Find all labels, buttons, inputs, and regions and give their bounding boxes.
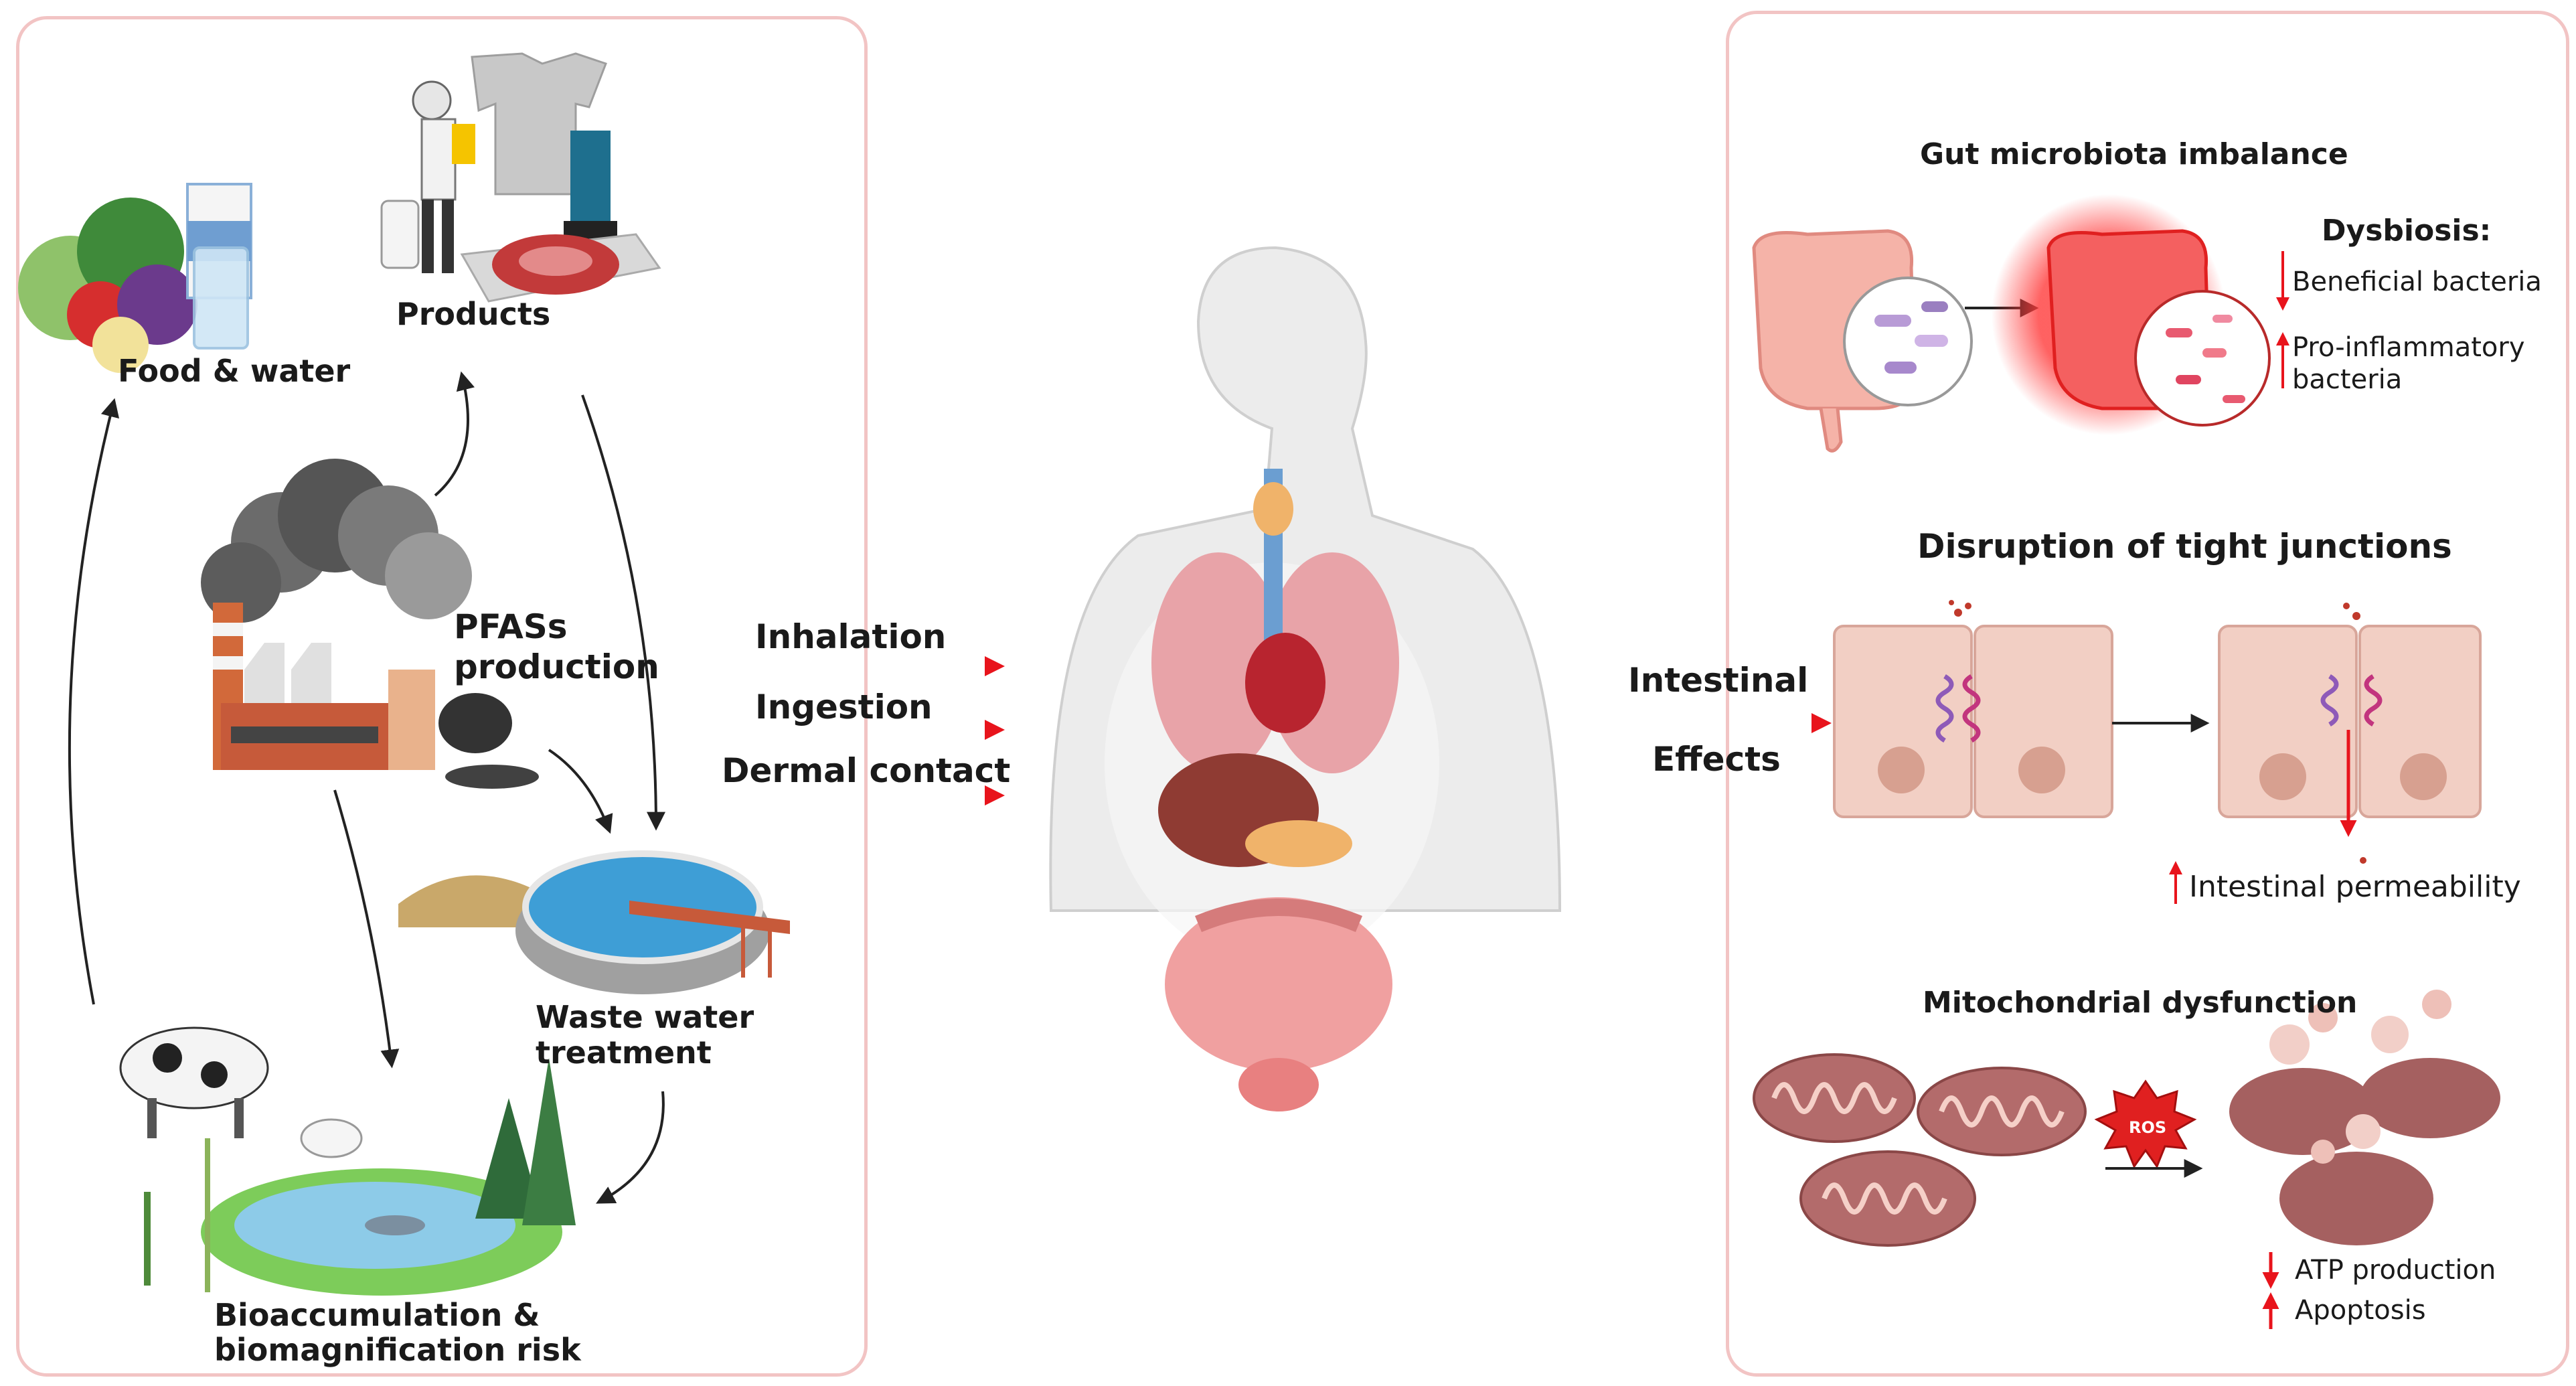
- intestinal-effects-label-line2: Effects: [1652, 740, 1781, 779]
- tight-junctions-title: Disruption of tight junctions: [1917, 527, 2452, 566]
- healthy-mitochondria: [1753, 1053, 2087, 1247]
- tight-junction-healthy: [1833, 600, 2113, 818]
- dermal-contact-label: Dermal contact: [722, 751, 1011, 790]
- beneficial-bacteria-label: Beneficial bacteria: [2292, 266, 2542, 297]
- atp-production-label: ATP production: [2295, 1255, 2496, 1286]
- apoptosis-label: Apoptosis: [2295, 1295, 2426, 1326]
- products-label: Products: [396, 296, 551, 332]
- cycle-arrows: [68, 371, 665, 1204]
- tight-junction-disrupted: [2218, 603, 2482, 864]
- nature-illustration: [119, 1026, 576, 1296]
- exposure-route-arrows: [690, 656, 1005, 805]
- mitochondrial-dysfunction-title: Mitochondrial dysfunction: [1923, 986, 2358, 1020]
- dysbiosis-label: Dysbiosis:: [2322, 214, 2492, 248]
- inhalation-label: Inhalation: [755, 617, 947, 656]
- intestinal-permeability-label: Intestinal permeability: [2189, 870, 2521, 904]
- intestinal-effects-label-line1: Intestinal: [1628, 661, 1809, 700]
- inflamed-gut-illustration: [1992, 194, 2271, 435]
- healthy-gut-illustration: [1752, 229, 1973, 453]
- pfas-label-line1: PFASs: [454, 607, 568, 646]
- wastewater-label-line2: treatment: [536, 1034, 712, 1071]
- food-water-illustration: [18, 183, 252, 373]
- wastewater-illustration: [398, 850, 790, 994]
- factory-illustration: [201, 459, 539, 789]
- pfas-label-line2: production: [454, 647, 659, 686]
- wastewater-label-line1: Waste water: [536, 999, 754, 1035]
- bio-label-line2: biomagnification risk: [214, 1332, 581, 1368]
- food-water-label: Food & water: [118, 353, 351, 389]
- gut-microbiota-title: Gut microbiota imbalance: [1920, 137, 2348, 171]
- human-body-illustration: [1049, 246, 1562, 1111]
- proinflammatory-label-line1: Pro-inflammatory: [2292, 332, 2525, 363]
- products-illustration: [380, 52, 661, 303]
- ros-burst-icon: [2094, 1079, 2197, 1169]
- proinflammatory-label-line2: bacteria: [2292, 364, 2403, 395]
- bio-label-line1: Bioaccumulation &: [214, 1297, 540, 1333]
- ros-label: ROS: [2129, 1118, 2167, 1137]
- damaged-mitochondria: [2229, 990, 2500, 1245]
- ingestion-label: Ingestion: [755, 688, 933, 726]
